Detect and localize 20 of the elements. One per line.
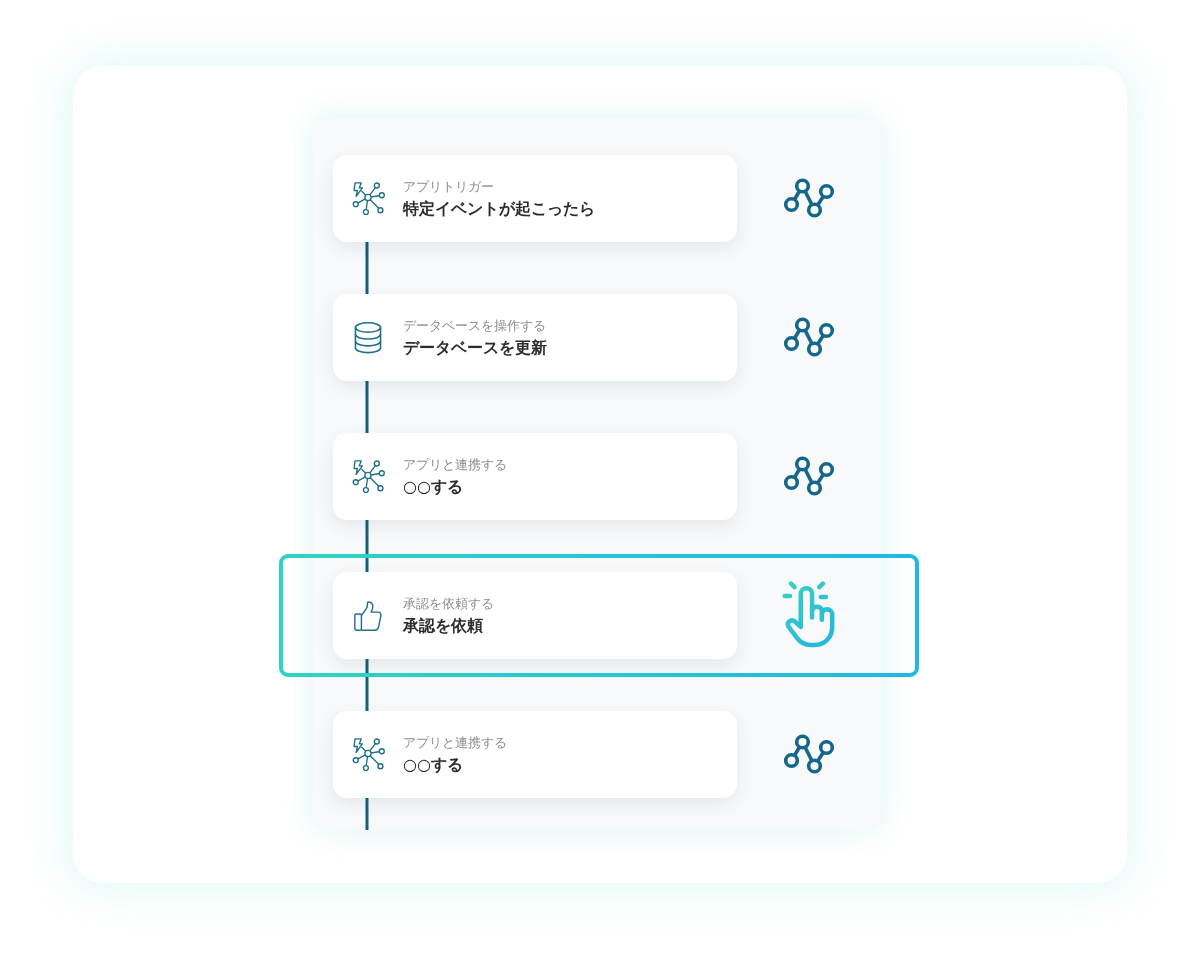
- step-title: 特定イベントが起こったら: [403, 198, 595, 219]
- step-category-label: アプリトリガー: [403, 178, 494, 194]
- step-card: [333, 711, 737, 798]
- connector-line: [365, 520, 369, 572]
- connector-line: [365, 381, 369, 433]
- step-card: [333, 572, 737, 659]
- step-category-label: データベースを操作する: [403, 317, 546, 333]
- connector-line: [365, 242, 369, 294]
- step-title: ○○する: [403, 476, 463, 497]
- connector-line: [365, 659, 369, 711]
- step-category-label: 承認を依頼する: [403, 595, 494, 611]
- step-category-label: アプリと連携する: [403, 734, 507, 750]
- step-category-label: アプリと連携する: [403, 456, 507, 472]
- step-card: [333, 294, 737, 381]
- step-title: 承認を依頼: [403, 615, 483, 636]
- connector-line: [365, 798, 369, 830]
- step-title: ○○する: [403, 754, 463, 775]
- step-card: [333, 433, 737, 520]
- step-title: データベースを更新: [403, 337, 547, 358]
- step-card: [333, 155, 737, 242]
